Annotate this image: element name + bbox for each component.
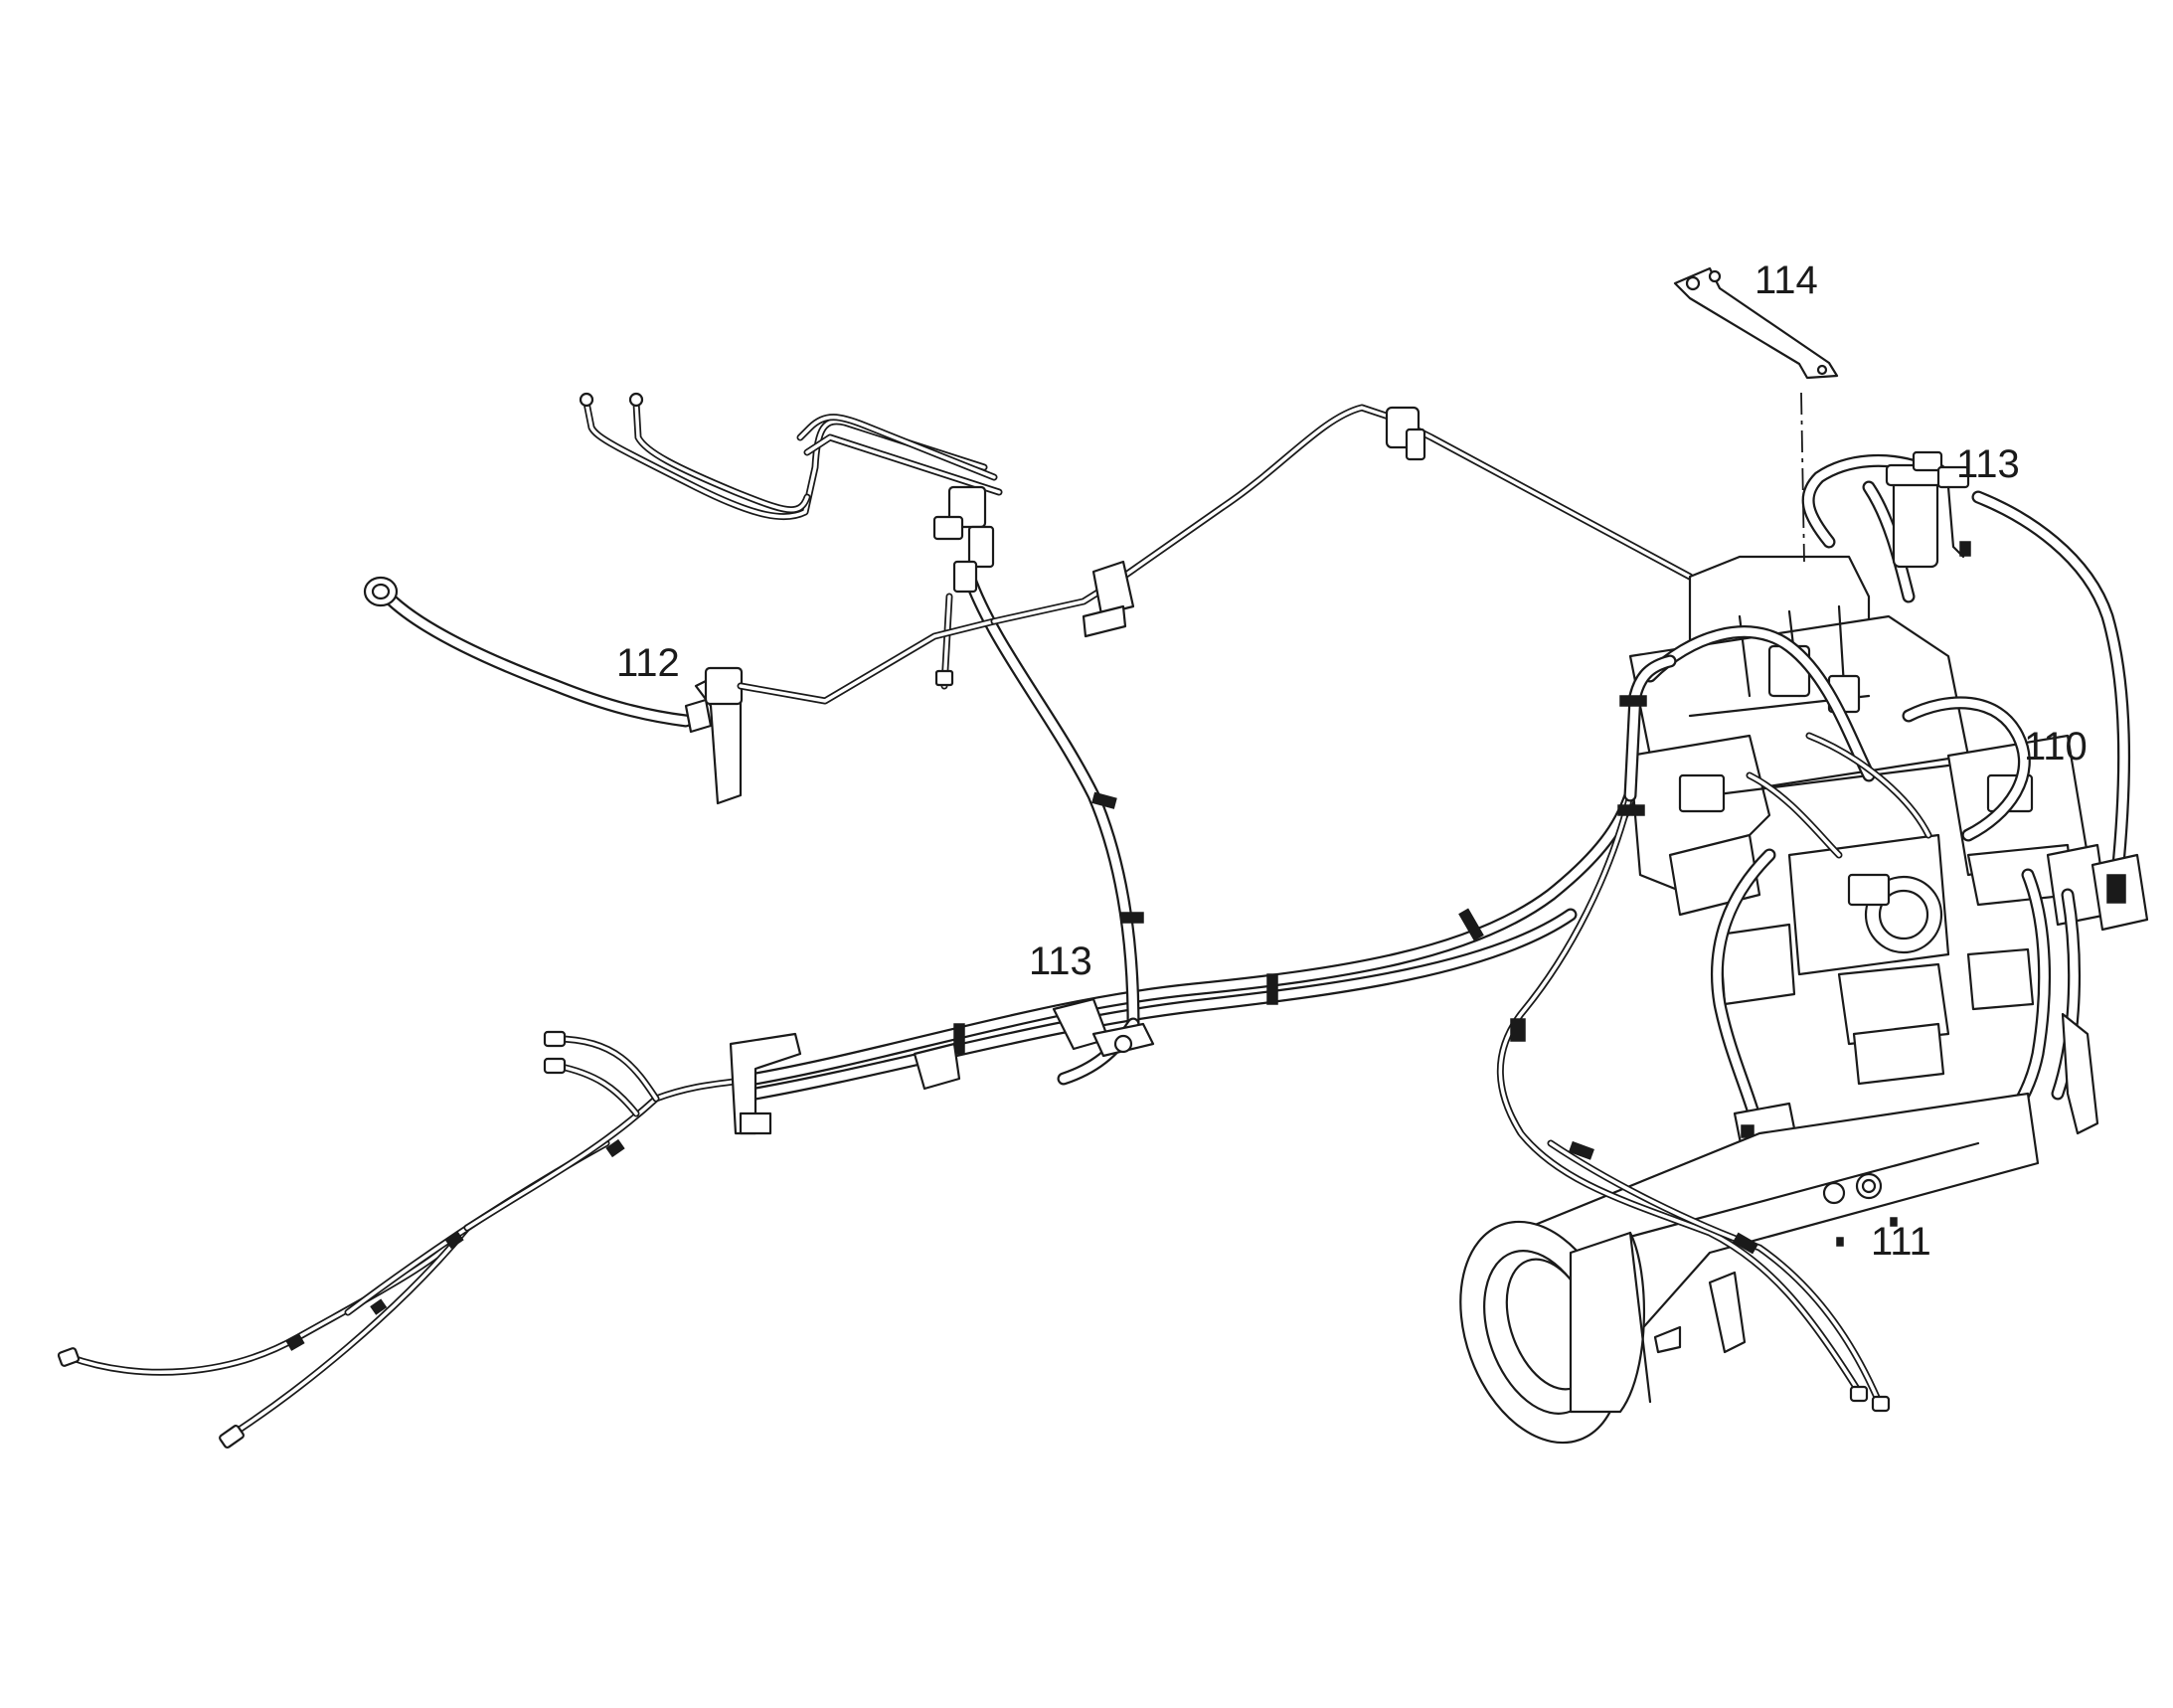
axle-side-hoses (1496, 791, 1891, 1413)
pump-left-hose (1617, 654, 1677, 816)
bracket-114 (1673, 266, 1839, 563)
fitting-icon (219, 1425, 245, 1449)
callout-111: 111 (1871, 1220, 1931, 1264)
hose-113-left (962, 570, 1155, 1086)
main-hose-run (729, 788, 1637, 1135)
upper-tube-manifold (579, 392, 1003, 690)
callout-113-right: 113 (1956, 442, 2020, 486)
fitting-icon (543, 1057, 567, 1075)
hose-113-right (1801, 450, 2149, 932)
callout-113-left: 113 (1029, 939, 1092, 983)
filter-canister (1892, 475, 1939, 569)
callout-112: 112 (616, 641, 680, 685)
plug-fitting (1822, 1181, 1846, 1205)
hose-112 (363, 404, 1694, 805)
left-hose-harness (57, 1030, 759, 1449)
fitting-icon (543, 1030, 567, 1048)
mounting-bracket (913, 1042, 961, 1091)
axle-housing (1459, 1092, 2040, 1445)
pump-assembly (1628, 555, 2109, 1165)
fitting-icon (57, 1347, 81, 1367)
tube-clip (1091, 560, 1135, 616)
callout-114: 114 (1755, 258, 1818, 302)
mounting-bracket (729, 1032, 802, 1135)
callout-110: 110 (2024, 725, 2088, 769)
callout-labels: 110 111 112 113 113 114 (616, 258, 2088, 1264)
